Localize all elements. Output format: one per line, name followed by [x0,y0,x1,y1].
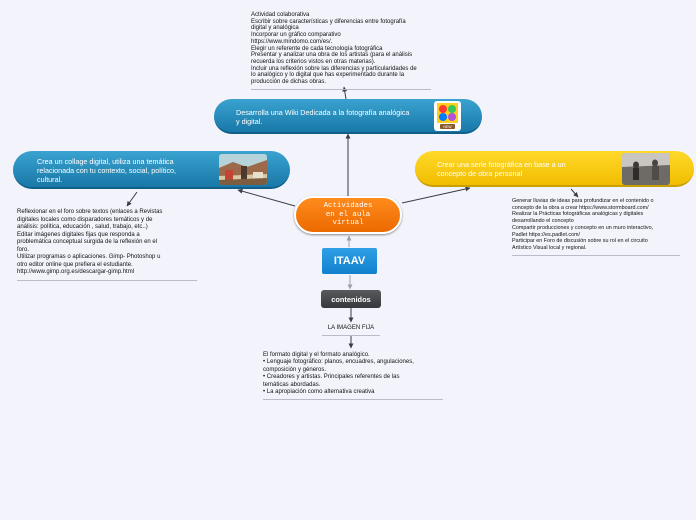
imagen-fija-label: LA IMAGEN FIJA [327,325,375,331]
bottom-note-line: composición y géneros. [263,366,327,373]
topic-serie[interactable]: Crear una serie fotográfica en base a un… [415,151,694,187]
left-note-line: Editar imágenes digitales fijas que resp… [17,231,140,238]
topic-collage-line: cultural. [37,175,63,184]
left-note-line: análisis: política, educación , salud, t… [17,224,148,230]
bottom-note-line: • Lenguaje fotográfico: planos, encuadre… [263,359,414,366]
itaav-label: ITAAV [333,255,366,267]
left-note-line: foro. [17,246,30,253]
top-note: Actividad colaborativa Escribir sobre ca… [251,12,431,90]
top-note-line: Actividad colaborativa [251,12,310,18]
bottom-note-line: • Creadores y artistas. Principales refe… [263,374,400,381]
top-note-line: lo analógico y lo digital que has experi… [251,72,405,79]
link-collage-note [126,191,138,207]
central-topic-line: virtual [332,219,364,228]
left-note-line: Reflexionar en el foro sobre textos (enl… [17,209,163,215]
top-note-line: Elegir un referente de cada tecnología f… [251,45,383,52]
left-note-line: http://www.gimp.org.es/descargar-gimp.ht… [17,269,135,275]
badge-new: NEW [443,125,452,129]
contenidos-node[interactable]: contenidos [321,290,381,308]
top-note-line: https://www.mindomo.com/es/. [251,38,333,45]
central-topic-line: Actividades [323,202,373,211]
collage-photo [219,154,267,185]
topic-collage-line: relacionada con tu contexto, social, pol… [37,166,177,175]
right-note-line: concepto de la obra a crear https://www.… [512,204,649,211]
right-note-line: Padlet https://es.padlet.com/ [512,231,581,238]
imagen-fija-node[interactable]: LA IMAGEN FIJA [322,323,380,336]
link-serie-note [570,188,579,198]
central-topic[interactable]: Actividades en el aula virtual [294,196,402,234]
right-note: Generar lluvias de ideas para profundiza… [512,198,680,256]
right-note-line: Participar en Foro de discusión sobre su… [512,238,648,245]
topic-collage[interactable]: Crea un collage digital, utiliza una tem… [13,151,290,189]
link-center-collage [237,188,296,207]
contenidos-label: contenidos [331,294,371,304]
bw-photo [622,153,670,185]
top-note-line: Presentar y analizar una obra de los art… [251,52,413,59]
topic-serie-line: concepto de obra personal [437,169,523,178]
central-topic-line: en el aula [325,210,371,219]
left-note-line: otro editor online que prefiera el estud… [17,261,133,268]
left-note-line: Utilizar programas o aplicaciones. Gimp-… [17,254,161,260]
top-note-line: Incluir una reflexión sobre las diferenc… [251,65,417,72]
left-note-line: problemática conceptual surgida de la re… [17,239,158,245]
left-note-line: digitales locales como disparadores temá… [17,216,153,223]
right-note-line: desarrollando el concepto [512,218,574,225]
bottom-note-line: El formato digital y el formato analógic… [263,352,370,358]
top-note-line: producción de dichas obras. [251,79,327,86]
topic-wiki-line: y digital. [236,117,263,126]
topic-collage-line: Crea un collage digital, utiliza una tem… [37,157,174,166]
top-note-line: recuerda los criterios vistos en otras m… [251,58,376,65]
top-note-line: digital y analógica [251,25,299,32]
topic-serie-line: Crear una serie fotográfica en base a un [437,160,566,169]
right-note-line: Compartir producciones y concepto en un … [512,224,654,231]
top-note-line: Escribir sobre características y diferen… [251,18,406,25]
bottom-note: El formato digital y el formato analógic… [263,352,443,401]
itaav-node[interactable]: ITAAV [322,248,377,274]
left-note: Reflexionar en el foro sobre textos (enl… [17,209,197,281]
topic-wiki[interactable]: Desarrolla una Wiki Dedicada a la fotogr… [214,99,482,134]
top-note-line: Incorporar un gráfico comparativo [251,32,341,39]
topic-wiki-line: Desarrolla una Wiki Dedicada a la fotogr… [236,108,410,117]
colorful-photo-icon: NEW [434,101,461,131]
right-note-line: Generar lluvias de ideas para profundiza… [512,198,654,204]
right-note-line: Realizar la Prácticas fotográficas analó… [512,211,644,218]
right-note-line: Artístico Visual local y regional. [512,244,587,251]
link-center-serie [401,186,471,204]
bottom-note-line: temáticas abordadas. [263,381,321,388]
bottom-note-line: • La apropiación como alternativa creati… [263,389,375,396]
